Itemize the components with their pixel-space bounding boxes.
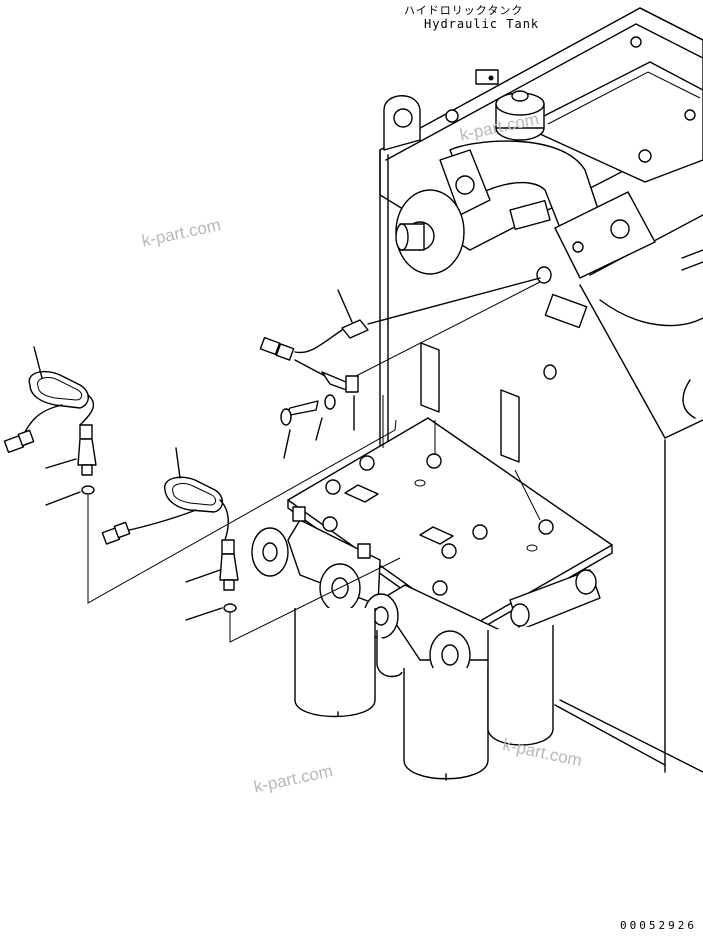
tank-label-japanese: ハイドロリックタンク [404, 4, 524, 17]
bolt [280, 400, 319, 459]
lifting-eye [383, 95, 421, 151]
plate-bolts [322, 453, 554, 596]
filter-head-right [363, 569, 601, 680]
pressure-switch-right [101, 447, 239, 621]
pressure-switch-left [3, 346, 97, 506]
document-number: 00052926 [620, 919, 697, 932]
filter-element-right [403, 668, 489, 781]
harness-clip [294, 359, 359, 431]
tank-port-flange [395, 189, 465, 275]
washer [315, 394, 336, 441]
tank-label-english: Hydraulic Tank [424, 17, 540, 31]
temperature-sensor-top [259, 277, 541, 361]
breather-cap [475, 69, 545, 141]
spacer-blocks [420, 266, 588, 463]
filter-element-left [294, 608, 376, 718]
filter-element-center [376, 630, 403, 678]
suction-pipe [439, 140, 656, 279]
filter-element-rear [487, 625, 554, 746]
assembly-leader-lines [87, 281, 541, 643]
